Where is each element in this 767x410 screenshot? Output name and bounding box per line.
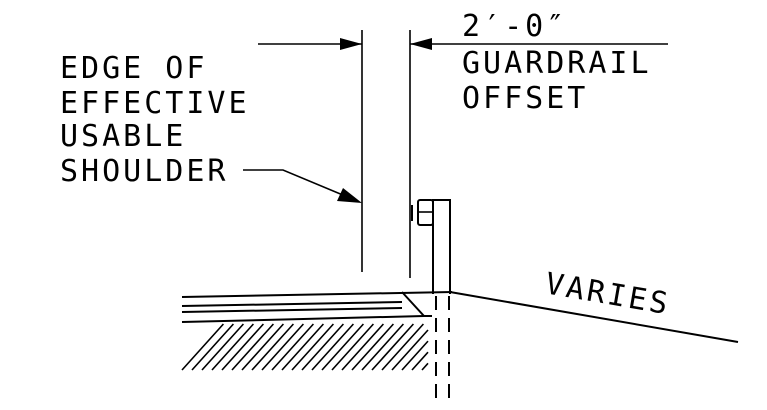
hatch-line	[261, 323, 304, 371]
dimension-arrow-left	[340, 38, 362, 50]
shoulder-leader	[243, 169, 362, 203]
dimension-arrow-right	[410, 38, 432, 50]
hatch-line	[211, 323, 254, 371]
guardrail-post	[432, 199, 451, 294]
pavement-layer-2	[181, 307, 403, 313]
pavement-edge-taper	[401, 291, 432, 317]
offset-label-line-2: OFFSET	[462, 81, 588, 116]
hatch-line	[421, 362, 429, 371]
hatch-line	[371, 323, 414, 371]
hatch-line	[341, 323, 384, 371]
hatch-line	[331, 323, 374, 371]
shoulder-label-line-4: SHOULDER	[60, 154, 229, 189]
hatch-line	[181, 323, 224, 371]
shoulder-label-line-1: EDGE OF	[60, 51, 207, 86]
hatch-line	[301, 323, 344, 371]
dimension-value: 2′-0″	[462, 9, 567, 44]
shoulder-edge-label: EDGE OF EFFECTIVE USABLE SHOULDER	[60, 51, 250, 189]
shoulder-label-line-3: USABLE	[60, 119, 186, 154]
offset-dimension: 2′-0″ GUARDRAIL OFFSET	[258, 9, 668, 278]
subgrade-hatch	[181, 323, 429, 371]
hatch-line	[401, 340, 429, 371]
hatch-line	[311, 323, 354, 371]
leader-line	[243, 169, 351, 199]
hatch-line	[321, 323, 364, 371]
slope-line	[449, 291, 739, 343]
shoulder-label-line-2: EFFECTIVE	[60, 86, 250, 121]
hatch-line	[241, 323, 284, 371]
hatch-line	[201, 323, 244, 371]
hatch-line	[251, 323, 294, 371]
hatch-line	[221, 323, 264, 371]
hatch-line	[271, 323, 314, 371]
guardrail	[411, 199, 451, 398]
hatch-line	[391, 329, 429, 371]
hatch-line	[381, 323, 424, 371]
shoulder-pavement	[181, 291, 453, 323]
hatch-line	[291, 323, 334, 371]
hatch-line	[281, 323, 324, 371]
hatch-line	[411, 351, 429, 371]
slope-label: VARIES	[543, 266, 673, 322]
hatch-line	[231, 323, 274, 371]
pavement-surface	[181, 291, 453, 298]
pavement-layer-1	[181, 301, 403, 307]
side-slope: VARIES	[449, 266, 739, 343]
hatch-line	[191, 323, 234, 371]
pavement-bottom	[181, 315, 425, 323]
hatch-line	[351, 323, 394, 371]
leader-arrowhead	[337, 188, 362, 203]
offset-label-line-1: GUARDRAIL	[462, 46, 652, 81]
hatch-line	[361, 323, 404, 371]
